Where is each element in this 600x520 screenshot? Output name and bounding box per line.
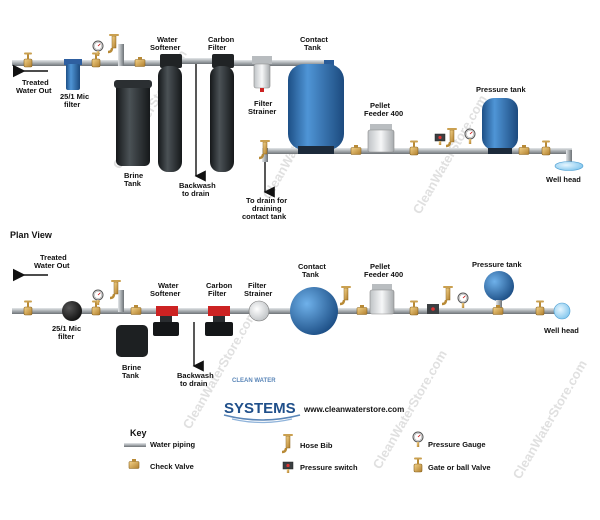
pressure-tank-label: Pressure tank — [472, 260, 522, 269]
key-pressure-gauge: Pressure Gauge — [428, 440, 486, 449]
pipe-manifold — [160, 58, 230, 64]
carbon-filter — [210, 54, 234, 172]
pipe-to-strainer — [228, 60, 328, 66]
water-softener — [158, 54, 182, 172]
contact-tank — [288, 60, 344, 154]
water-softener-label: Water Softener — [150, 35, 181, 52]
pellet-feeder-label: Pellet Feeder 400 — [364, 101, 403, 118]
check-valve-icon — [356, 304, 368, 315]
pressure-gauge-icon — [464, 128, 476, 145]
well-head-label: Well head — [544, 326, 579, 335]
ball-valve-icon — [409, 300, 419, 316]
pellet-feeder — [369, 284, 395, 315]
elevation-view: Treated Water Out 25/1 Mic filter Brine … — [12, 32, 584, 221]
ball-valve-icon — [535, 300, 545, 316]
check-valve-icon — [350, 144, 362, 155]
brine-tank — [114, 80, 152, 166]
key-title: Key — [130, 428, 147, 438]
filter-strainer — [248, 300, 270, 322]
pressure-gauge-icon — [457, 292, 469, 309]
key-hose-bib: Hose Bib — [300, 441, 333, 450]
hose-bib-icon — [440, 284, 455, 306]
mic-filter-label: 25/1 Mic filter — [52, 324, 83, 341]
watermark-text: CleanWaterStore.com — [510, 357, 590, 481]
ball-valve-icon — [23, 52, 33, 68]
pressure-switch-icon — [427, 304, 439, 314]
pressure-tank — [482, 98, 518, 154]
pipe-plan-main — [12, 308, 560, 314]
mic-filter — [62, 301, 82, 321]
logo-url: www.cleanwaterstore.com — [303, 405, 404, 414]
key-water-piping: Water piping — [150, 440, 196, 449]
key-check-valve: Check Valve — [150, 462, 194, 471]
water-softener — [153, 306, 179, 336]
pipe-outlet — [12, 60, 160, 66]
check-valve-icon — [518, 144, 530, 155]
well-head — [554, 150, 584, 171]
pressure-switch-icon — [434, 133, 446, 146]
treated-out-label: Treated Water Out — [16, 78, 52, 95]
mic-filter-label: 25/1 Mic filter — [60, 92, 91, 109]
contact-tank-label: Contact Tank — [300, 35, 330, 52]
logo-top-text: CLEAN WATER — [232, 378, 276, 384]
hose-bib-icon — [338, 284, 353, 306]
drain-contact-label: To drain for draining contact tank — [242, 196, 289, 221]
contact-tank — [290, 287, 338, 335]
legend-key: Key Water piping Check Valve Hose Bib Pr… — [124, 428, 491, 474]
carbon-filter — [205, 306, 233, 336]
check-valve-icon — [128, 458, 140, 469]
logo-main-text: SYSTEMS — [224, 400, 296, 417]
ball-valve-icon — [409, 140, 419, 156]
pressure-gauge-icon — [92, 289, 104, 306]
backwash-label: Backwash to drain — [177, 371, 216, 388]
brine-tank — [116, 325, 148, 357]
ball-valve-icon — [413, 457, 423, 473]
company-logo: CLEAN WATER SYSTEMS www.cleanwaterstore.… — [223, 378, 404, 424]
plan-view-heading: Plan View — [10, 230, 53, 240]
pipe-drain — [262, 148, 268, 162]
watermark-text: CleanWaterStore.com — [410, 92, 490, 216]
ball-valve-icon — [541, 140, 551, 156]
well-head-label: Well head — [546, 175, 581, 184]
brine-tank-label: Brine Tank — [122, 363, 143, 380]
hose-bib-icon — [106, 32, 121, 54]
carbon-filter-label: Carbon Filter — [208, 35, 236, 52]
ball-valve-icon — [23, 300, 33, 316]
key-pressure-switch: Pressure switch — [300, 463, 358, 472]
treated-out-label: Treated Water Out — [34, 253, 70, 270]
pellet-feeder — [367, 124, 395, 153]
check-valve-icon — [134, 56, 146, 67]
pressure-tank — [484, 271, 514, 301]
water-softener-label: Water Softener — [150, 281, 181, 298]
water-piping-icon — [124, 443, 146, 447]
mic-filter — [64, 59, 82, 90]
brine-tank-label: Brine Tank — [124, 171, 145, 188]
key-gate-valve: Gate or ball Valve — [428, 463, 491, 472]
pressure-switch-icon — [282, 461, 294, 474]
pellet-feeder-label: Pellet Feeder 400 — [364, 262, 403, 279]
filter-strainer-label: Filter Strainer — [244, 281, 272, 298]
carbon-filter-label: Carbon Filter — [206, 281, 234, 298]
pipe-riser — [118, 44, 124, 66]
check-valve-icon — [130, 304, 142, 315]
contact-tank-label: Contact Tank — [298, 262, 328, 279]
pressure-gauge-icon — [412, 431, 424, 448]
pipe-plan-riser — [118, 290, 124, 312]
filter-strainer — [252, 56, 272, 92]
well-head — [553, 302, 571, 320]
hose-bib-icon — [280, 432, 295, 454]
filter-strainer-label: Filter Strainer — [248, 99, 276, 116]
plan-view: Plan View Treated Water Out 25/1 Mic fil… — [10, 230, 579, 388]
backwash-label: Backwash to drain — [179, 181, 218, 198]
pressure-tank-label: Pressure tank — [476, 85, 526, 94]
